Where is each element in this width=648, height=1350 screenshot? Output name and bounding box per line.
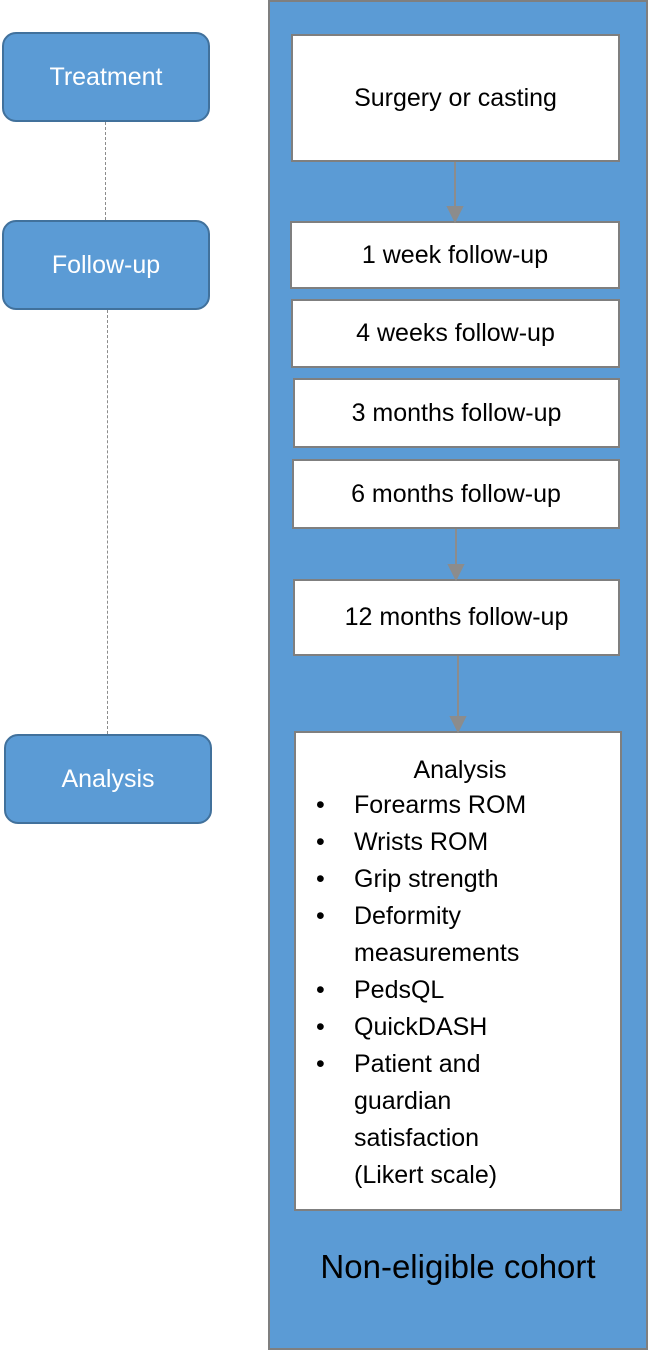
stage-analysis: Analysis: [4, 734, 212, 824]
list-item: Forearms ROM: [310, 787, 610, 824]
arrow-head: [446, 206, 464, 224]
list-item: Grip strength: [310, 861, 610, 898]
step-1-week: 1 week follow-up: [290, 221, 620, 289]
stage-treatment: Treatment: [2, 32, 210, 122]
stage-treatment-label: Treatment: [49, 62, 163, 91]
stage-analysis-label: Analysis: [61, 764, 155, 793]
analysis-list: Forearms ROM Wrists ROM Grip strength De…: [310, 787, 610, 1194]
step-4-weeks-label: 4 weeks follow-up: [356, 319, 555, 347]
analysis-box-title: Analysis: [413, 756, 507, 784]
step-4-weeks: 4 weeks follow-up: [291, 299, 620, 368]
step-1-week-label: 1 week follow-up: [361, 240, 549, 269]
dashed-connector: [105, 122, 106, 220]
stage-follow-up-label: Follow-up: [51, 250, 161, 279]
step-3-months-label: 3 months follow-up: [351, 398, 562, 427]
list-item: Wrists ROM: [310, 824, 610, 861]
list-item: Deformity measurements: [310, 898, 554, 972]
step-surgery: Surgery or casting: [291, 34, 620, 162]
analysis-box: Analysis Forearms ROM Wrists ROM Grip st…: [294, 731, 622, 1211]
step-3-months: 3 months follow-up: [293, 378, 620, 448]
step-6-months: 6 months follow-up: [292, 459, 620, 529]
list-item: PedsQL: [310, 972, 610, 1009]
step-12-months-label: 12 months follow-up: [344, 603, 569, 631]
step-6-months-label: 6 months follow-up: [351, 479, 561, 508]
stage-follow-up: Follow-up: [2, 220, 210, 310]
step-12-months: 12 months follow-up: [293, 579, 620, 656]
arrow-head: [447, 564, 465, 582]
dashed-connector: [107, 310, 108, 734]
arrow-head: [449, 716, 467, 734]
list-item: QuickDASH: [310, 1009, 610, 1046]
step-surgery-label: Surgery or casting: [354, 83, 557, 112]
cohort-label: Non-eligible cohort: [320, 1248, 596, 1285]
list-item: Patient and guardian satisfaction (Liker…: [310, 1046, 514, 1194]
